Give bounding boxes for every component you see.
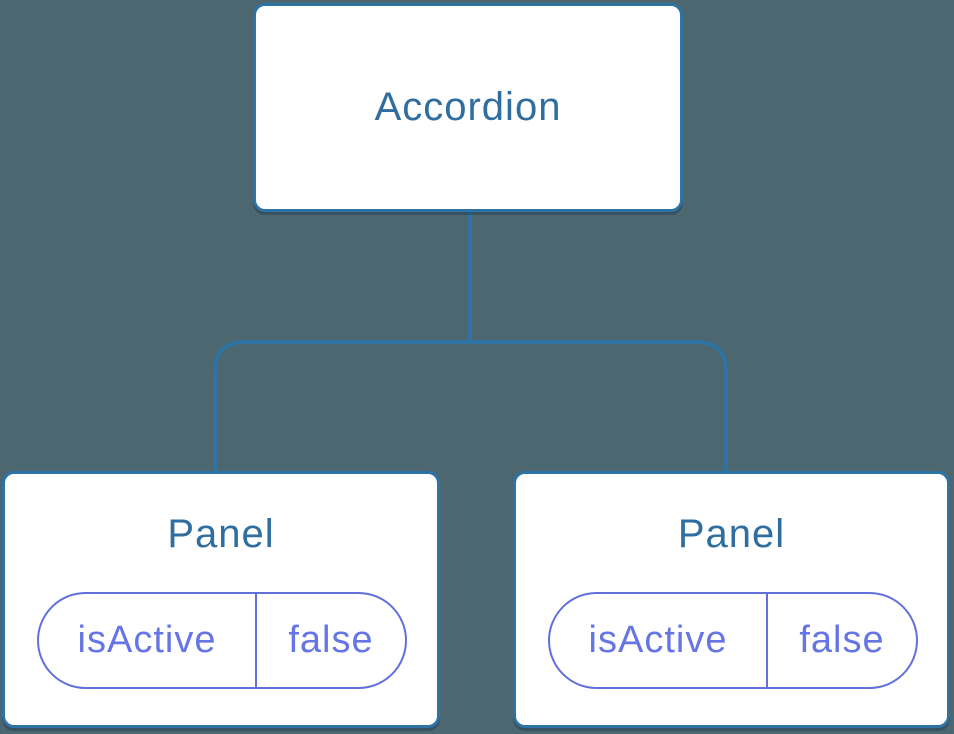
accordion-node-label: Accordion — [374, 85, 562, 129]
panel-node-2-label: Panel — [677, 512, 786, 556]
panel-node-1: Panel isActive false — [2, 471, 440, 728]
state-value-label: false — [799, 619, 885, 661]
panel-node-1-label: Panel — [167, 512, 275, 556]
panel-node-2: Panel isActive false — [513, 471, 950, 728]
branch-connector — [213, 340, 728, 472]
panel-node-1-state-pill: isActive false — [37, 592, 407, 689]
state-key-label: isActive — [550, 594, 768, 687]
state-value-label: false — [288, 619, 374, 661]
accordion-node: Accordion — [253, 3, 683, 212]
panel-node-2-state-pill: isActive false — [548, 592, 918, 689]
state-key-label: isActive — [39, 594, 257, 687]
